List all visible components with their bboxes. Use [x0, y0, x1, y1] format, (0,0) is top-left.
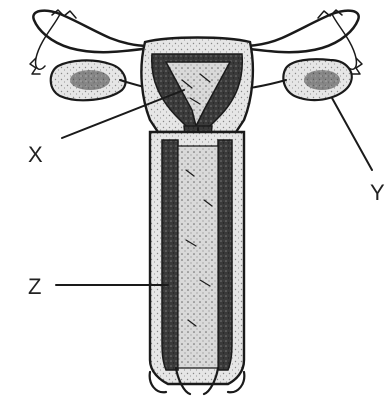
label-y: Y — [370, 180, 385, 205]
right-ovary — [283, 59, 351, 100]
pointer-line-y — [332, 98, 372, 170]
label-x: X — [28, 142, 43, 167]
right-ovarian-ligament — [250, 80, 286, 88]
uterus — [141, 38, 252, 133]
vagina — [150, 132, 244, 384]
label-z: Z — [28, 274, 41, 299]
left-ovary — [51, 60, 126, 100]
